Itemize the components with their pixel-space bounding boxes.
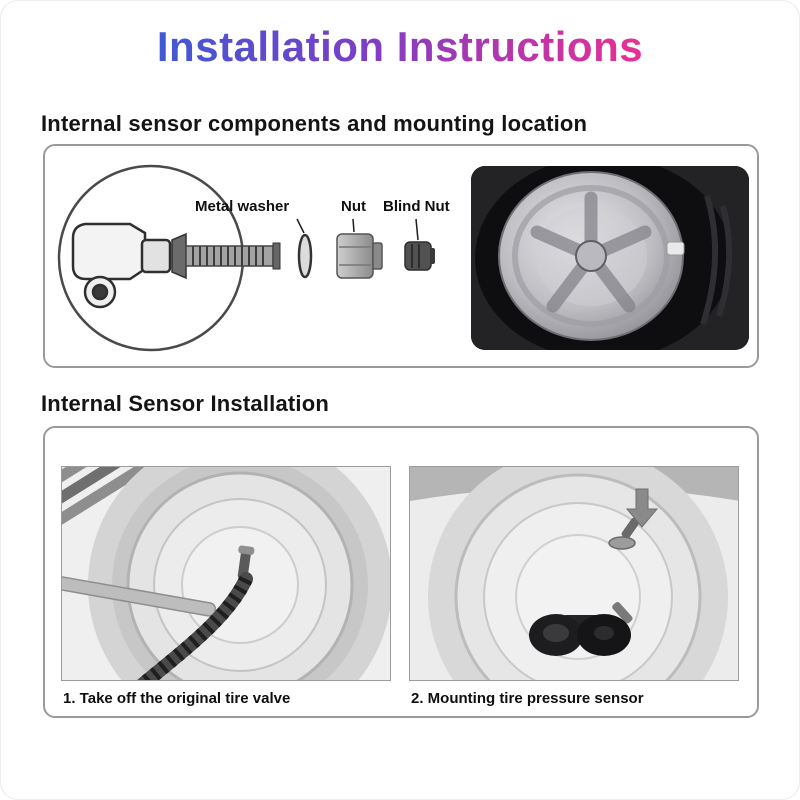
tpms-sensor-mounted	[529, 601, 633, 656]
tire-lever	[62, 573, 217, 617]
threaded-valve-stem	[185, 242, 281, 270]
sensor-on-rim	[666, 241, 685, 256]
tire-tread	[700, 195, 733, 325]
valve-hex-base	[171, 232, 187, 280]
section1-heading: Internal sensor components and mounting …	[41, 111, 588, 136]
valve-pulling-tool	[137, 572, 253, 680]
metal-washer-part	[297, 233, 313, 279]
step1-illustration	[62, 467, 390, 680]
step2-caption: 2. Mounting tire pressure sensor	[411, 690, 644, 707]
wheel-photo-illustration	[471, 166, 749, 350]
step1-photo	[61, 466, 391, 681]
blind-nut-label: Blind Nut	[383, 198, 450, 215]
new-valve-stem	[608, 517, 640, 550]
tpms-sensor-body	[71, 222, 172, 309]
nut-label: Nut	[341, 198, 366, 215]
metal-washer-label: Metal washer	[195, 198, 290, 215]
section2-heading: Internal Sensor Installation	[41, 391, 329, 416]
tread-band	[62, 467, 175, 561]
pointer-arrow-icon	[625, 488, 659, 528]
blind-nut-part	[404, 241, 435, 271]
components-panel: Metal washer Nut Blind Nut	[43, 144, 759, 368]
step1-caption: 1. Take off the original tire valve	[63, 690, 291, 707]
wheel-mounting-photo	[471, 166, 749, 350]
step2-photo	[409, 466, 739, 681]
page-title: Installation Instructions	[1, 23, 799, 71]
exploded-valve-diagram	[57, 164, 435, 352]
label-connector-lines	[296, 218, 419, 241]
installation-steps-panel: 1. Take off the original tire valve 2. M…	[43, 426, 759, 718]
original-valve-stem	[237, 545, 255, 580]
wheel-hub	[575, 240, 607, 272]
nut-part	[336, 233, 383, 279]
step2-illustration	[410, 467, 738, 680]
